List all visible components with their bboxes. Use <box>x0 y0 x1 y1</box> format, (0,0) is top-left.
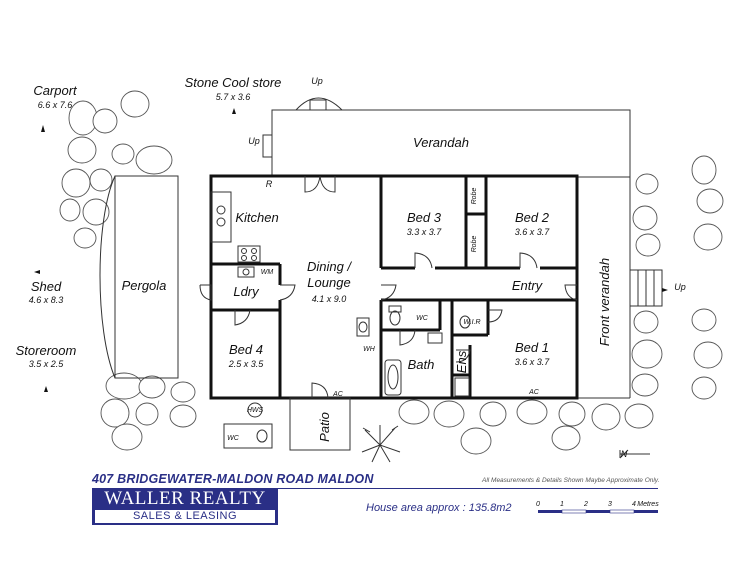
scale-tick-3: 3 <box>608 501 612 508</box>
bed2-size: 3.6 x 3.7 <box>515 227 551 237</box>
dining-label-1: Dining / <box>307 259 352 274</box>
entry-label: Entry <box>512 278 544 293</box>
compass-icon: N <box>619 449 650 459</box>
bed3-label: Bed 3 <box>407 210 442 225</box>
property-address: 407 BRIDGEWATER-MALDON ROAD MALDON <box>92 472 374 486</box>
laundry-label: Ldry <box>233 284 260 299</box>
logo-subtitle: SALES & LEASING <box>95 510 275 523</box>
scale-tick-0: 0 <box>536 501 540 508</box>
wc1-label: WC <box>416 315 429 322</box>
front-verandah-label: Front verandah <box>597 258 612 346</box>
bed2-label: Bed 2 <box>515 210 550 225</box>
bed1-size: 3.6 x 3.7 <box>515 357 551 367</box>
dining-label-2: Lounge <box>307 275 350 290</box>
logo-title: WALLER REALTY <box>104 488 266 509</box>
bath-label: Bath <box>408 357 435 372</box>
room-labels: Carport 6.6 x 7.6 Stone Cool store 5.7 x… <box>16 75 686 442</box>
trees <box>59 90 724 463</box>
bed4-size: 2.5 x 3.5 <box>228 359 265 369</box>
house-area: House area approx : 135.8m2 <box>366 502 512 514</box>
kitchen-label: Kitchen <box>235 210 278 225</box>
bed3-size: 3.3 x 3.7 <box>407 227 443 237</box>
wir-label: W.I.R <box>463 319 480 326</box>
robe1-label: Robe <box>471 188 478 205</box>
agency-logo: WALLER REALTY SALES & LEASING <box>92 489 278 525</box>
ac2-label: AC <box>528 389 540 396</box>
up-right-label: Up <box>674 282 686 292</box>
shed-size: 4.6 x 8.3 <box>29 295 64 305</box>
wc2-label: WC <box>227 435 240 442</box>
carport-size: 6.6 x 7.6 <box>38 100 73 110</box>
storeroom-size: 3.5 x 2.5 <box>29 359 65 369</box>
scale-tick-1: 1 <box>560 501 564 508</box>
arrows <box>34 108 668 392</box>
up-left-label: Up <box>248 136 260 146</box>
cool-store-label: Stone Cool store <box>185 75 282 90</box>
pergola-structure <box>99 175 179 379</box>
fixtures <box>210 191 471 449</box>
disclaimer: All Measurements & Details Shown Maybe A… <box>482 477 660 484</box>
scale-bar: 0 1 2 3 4 Metres <box>536 501 659 514</box>
pergola-label: Pergola <box>122 278 167 293</box>
hws-label: HWS <box>247 407 264 414</box>
cool-store-size: 5.7 x 3.6 <box>216 92 251 102</box>
wh-label: WH <box>363 346 376 353</box>
patio-outline <box>289 397 351 451</box>
compass-label: N <box>621 449 628 459</box>
dining-size: 4.1 x 9.0 <box>312 294 347 304</box>
scale-tick-2: 2 <box>583 501 588 508</box>
doors <box>199 175 578 399</box>
bed1-label: Bed 1 <box>515 340 549 355</box>
scale-unit: Metres <box>637 501 659 508</box>
scale-tick-4: 4 <box>632 501 636 508</box>
patio-label: Patio <box>317 412 332 442</box>
shed-label: Shed <box>31 279 62 294</box>
storeroom-label: Storeroom <box>16 343 77 358</box>
r-label: R <box>266 179 273 189</box>
carport-label: Carport <box>33 83 78 98</box>
up-top-label: Up <box>311 76 323 86</box>
wm-label: WM <box>261 269 274 276</box>
ac1-label: AC <box>332 391 344 398</box>
footer-divider <box>92 488 658 489</box>
ensuite-label: Ens <box>454 350 469 373</box>
robe2-label: Robe <box>471 236 478 253</box>
bed4-label: Bed 4 <box>229 342 263 357</box>
verandah-label: Verandah <box>413 135 469 150</box>
